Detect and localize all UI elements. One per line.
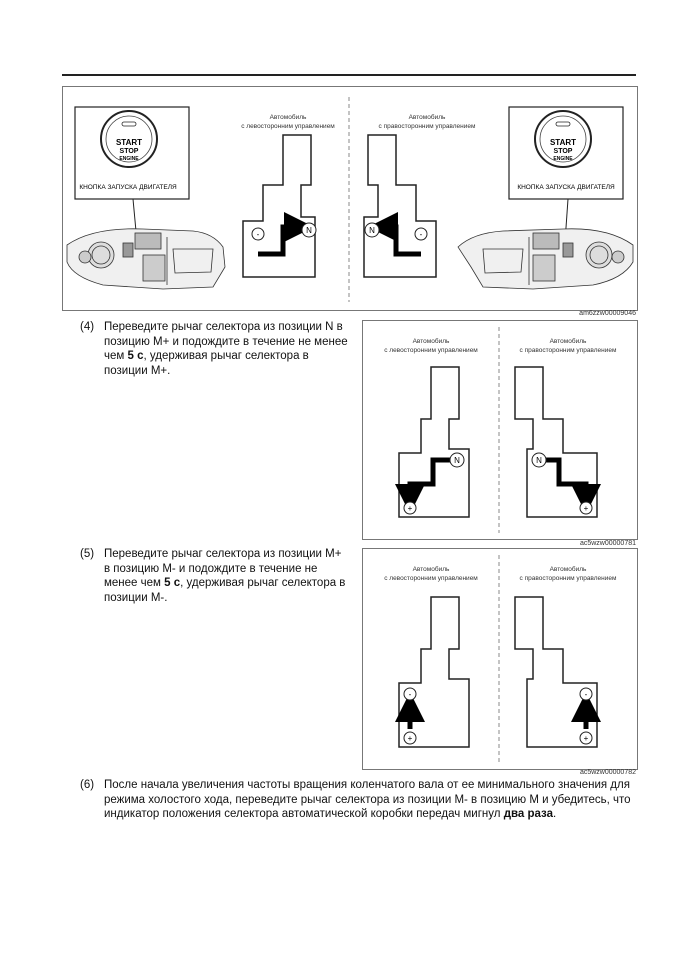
step-4: (4) Переведите рычаг селектора из позици… [80, 320, 360, 380]
step-6-line-1: После начала увеличения частоты вращения… [104, 779, 630, 791]
step-4-line-2: позицию M+ и подождите в течение не мене… [104, 335, 348, 348]
fig1-left-caption-1: Автомобиль [270, 113, 307, 121]
left-button-callout: КНОПКА ЗАПУСКА ДВИГАТЕЛЯ [79, 184, 177, 191]
figure-step-5: Автомобиль с левосторонним управлением А… [362, 548, 638, 770]
fig2-right-shift-arrow [546, 457, 601, 514]
fig3-right-plus-label: + [584, 734, 589, 743]
step-6-line-2: режима холостого хода, переведите рычаг … [104, 793, 631, 806]
figure-start-button: START STOP ENGINE КНОПКА ЗАПУСКА ДВИГАТЕ… [62, 86, 638, 311]
right-button-line2: STOP [554, 148, 573, 155]
step-6-line-3: индикатор положения селектора автоматиче… [104, 808, 557, 820]
step-4-line-1: Переведите рычаг селектора из позиции N … [104, 321, 343, 333]
right-button-callout: КНОПКА ЗАПУСКА ДВИГАТЕЛЯ [517, 184, 615, 191]
fig1-right-caption-1: Автомобиль [409, 113, 446, 121]
left-button-line1: START [116, 138, 142, 147]
figure-start-button-drawing: START STOP ENGINE КНОПКА ЗАПУСКА ДВИГАТЕ… [66, 97, 634, 302]
fig1-right-minus-marker [414, 227, 428, 241]
fig3-right-caption-1: Автомобиль [550, 565, 587, 573]
fig3-left-caption-2: с левосторонним управлением [384, 575, 478, 582]
fig2-right-neutral-label: N [536, 456, 542, 465]
fig2-left-plus-marker [403, 501, 417, 515]
step-5-line-4: позиции M-. [104, 591, 168, 604]
header-rule [62, 74, 636, 76]
figure2-code: ac5wzw00000781 [579, 540, 636, 547]
fig2-right-gate-outline [514, 366, 598, 518]
fig2-left-shift-arrow [395, 457, 450, 514]
fig1-left-caption-2: с левосторонним управлением [241, 123, 335, 130]
fig2-right-caption-2: с правосторонним управлением [520, 347, 617, 354]
left-button-line2: STOP [120, 148, 139, 155]
right-button-inset: START STOP ENGINE КНОПКА ЗАПУСКА ДВИГАТЕ… [508, 106, 624, 243]
fig3-left-minus-label: - [409, 690, 412, 699]
fig3-right-minus-label: - [585, 690, 588, 699]
fig2-left-gate-outline [398, 366, 470, 518]
fig2-left-plus-label: + [408, 504, 413, 513]
fig1-left-minus-marker [251, 227, 265, 241]
left-dashboard-illustration [66, 228, 226, 290]
fig2-left-caption-2: с левосторонним управлением [384, 347, 478, 354]
fig1-right-shift-arrow [368, 212, 421, 257]
fig3-left-gate-outline [398, 596, 470, 748]
fig1-left-neutral-label: N [306, 226, 312, 235]
fig2-right-plus-label: + [584, 504, 589, 513]
step-4-line-4: позиции M+. [104, 364, 171, 377]
fig2-left-neutral-marker [449, 452, 465, 468]
fig1-left-minus-label: - [257, 230, 260, 239]
fig1-right-neutral-marker [364, 222, 380, 238]
step-5-number: (5) [80, 548, 95, 560]
fig3-left-plus-marker [403, 731, 417, 745]
fig3-right-minus-marker [579, 687, 593, 701]
step-6-number: (6) [80, 779, 95, 791]
fig1-right-neutral-label: N [369, 226, 375, 235]
step-6-text: После начала увеличения частоты вращения… [104, 778, 631, 822]
fig3-left-minus-marker [403, 687, 417, 701]
fig2-right-caption-1: Автомобиль [550, 337, 587, 345]
step-5: (5) Переведите рычаг селектора из позици… [80, 547, 360, 607]
fig1-left-shift-arrow [258, 212, 314, 257]
step-5-line-1: Переведите рычаг селектора из позиции M+ [104, 548, 342, 560]
fig1-right-minus-label: - [420, 230, 423, 239]
figure-step-4-drawing: Автомобиль с левосторонним управлением А… [384, 327, 617, 533]
fig3-left-plus-label: + [408, 734, 413, 743]
step-5-line-3: менее чем 5 с, удерживая рычаг селектора… [104, 577, 346, 589]
figure-step-5-drawing: Автомобиль с левосторонним управлением А… [384, 555, 617, 763]
step-5-line-2: в позицию M- и подождите в течение не [104, 562, 318, 575]
fig3-right-caption-2: с правосторонним управлением [520, 575, 617, 582]
fig3-right-plus-marker [579, 731, 593, 745]
step-5-text: Переведите рычаг селектора из позиции M+… [104, 547, 345, 605]
fig1-left-neutral-marker [301, 222, 317, 238]
fig1-right-caption-2: с правосторонним управлением [379, 123, 476, 130]
figure1-code: am6zzw00009046 [579, 310, 636, 317]
step-4-number: (4) [80, 321, 95, 333]
right-button-line1: START [550, 138, 576, 147]
fig2-right-plus-marker [579, 501, 593, 515]
step-6: (6) После начала увеличения частоты вращ… [80, 778, 640, 826]
fig3-right-gate-outline [514, 596, 598, 748]
fig2-left-neutral-label: N [454, 456, 460, 465]
left-button-line3: ENGINE [119, 156, 139, 162]
left-button-inset: START STOP ENGINE КНОПКА ЗАПУСКА ДВИГАТЕ… [74, 106, 190, 243]
step-4-text: Переведите рычаг селектора из позиции N … [104, 320, 348, 378]
figure3-code: ac5wzw00000782 [579, 769, 636, 776]
fig2-left-caption-1: Автомобиль [413, 337, 450, 345]
right-dashboard-illustration [457, 228, 634, 290]
figure-step-4: Автомобиль с левосторонним управлением А… [362, 320, 638, 540]
fig3-left-caption-1: Автомобиль [413, 565, 450, 573]
fig1-right-gate-outline [363, 134, 437, 278]
fig2-right-neutral-marker [531, 452, 547, 468]
fig1-left-gate-outline [242, 134, 316, 278]
right-button-line3: ENGINE [553, 156, 573, 162]
step-4-line-3: чем 5 с, удерживая рычаг селектора в [104, 350, 309, 362]
